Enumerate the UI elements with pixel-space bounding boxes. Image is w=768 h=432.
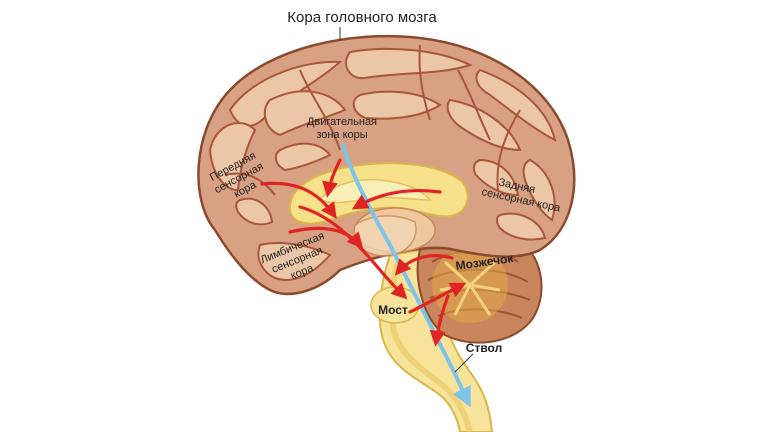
red-arrow-anterior (260, 181, 337, 219)
label-motor-line2: зона коры (316, 129, 367, 141)
red-arrow-motor-down (322, 158, 342, 198)
sensory-arrows (260, 158, 467, 347)
label-motor-zone: Двигательная зона коры (307, 116, 377, 141)
label-brainstem: Ствол (466, 341, 502, 355)
label-cortex: Кора головного мозга (287, 9, 437, 26)
red-arrow-posterior (351, 188, 442, 210)
leader-lines (339, 27, 474, 373)
motor-pathway-arrow (340, 142, 471, 408)
label-pons: Мост (378, 303, 408, 317)
red-arrow-descending (298, 205, 408, 300)
red-arrow-cerebellum-in (394, 254, 454, 276)
red-arrow-pons (408, 282, 467, 314)
red-arrow-stem (429, 294, 450, 347)
label-motor-line1: Двигательная (307, 116, 377, 128)
